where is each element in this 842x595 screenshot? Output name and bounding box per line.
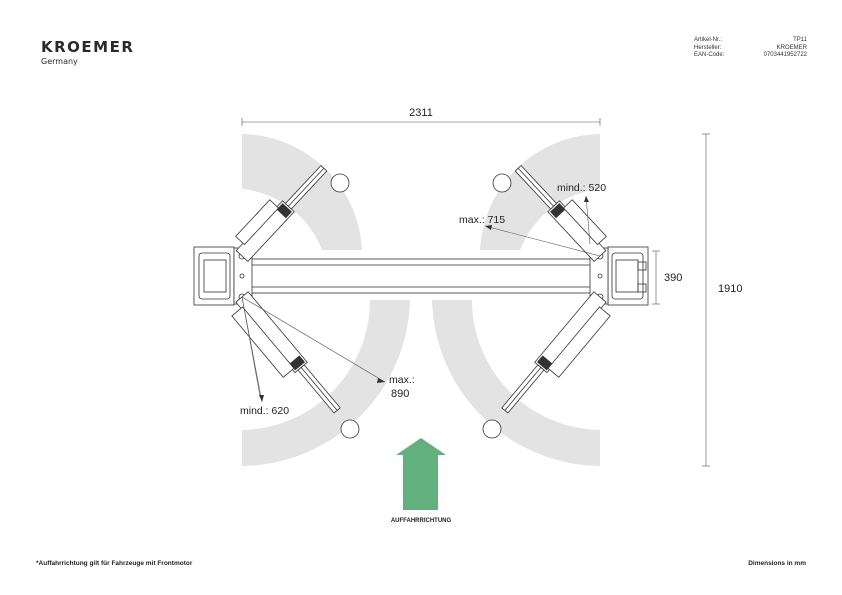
lift-pad-top-right xyxy=(492,173,512,193)
brand-subtitle: Germany xyxy=(41,57,78,66)
lift-pad-top-left xyxy=(330,173,350,193)
dimension-max-top: max.: 715 xyxy=(459,214,505,226)
brand-name: KROEMER xyxy=(41,38,135,56)
meta-row: Hersteller: KROEMER xyxy=(694,45,807,53)
meta-value: TP11 xyxy=(793,37,807,43)
drive-direction-arrow xyxy=(396,438,446,510)
dimension-width: 2311 xyxy=(409,107,433,119)
arm-bottom-right xyxy=(501,291,611,414)
meta-label: Artikel-Nr.: xyxy=(694,37,723,43)
left-column xyxy=(193,246,253,306)
footnote: *Auffahrrichtung gilt für Fahrzeuge mit … xyxy=(36,560,193,567)
meta-label: EAN-Code: xyxy=(694,52,725,58)
background-shadow xyxy=(242,134,600,466)
dimension-lines xyxy=(241,118,710,467)
dimension-max-bottom-value: 890 xyxy=(391,388,409,400)
dimension-mind-top: mind.: 520 xyxy=(557,182,606,194)
meta-label: Hersteller: xyxy=(694,44,722,51)
dimension-mind-bottom: mind.: 620 xyxy=(240,405,289,417)
meta-row: Artikel-Nr.: TP11 xyxy=(694,37,807,45)
article-meta: Artikel-Nr.: TP11 Hersteller: KROEMER EA… xyxy=(694,37,807,60)
dimension-height: 1910 xyxy=(718,283,742,295)
dimension-max-bottom-label: max.: xyxy=(389,374,415,386)
lift-pad-bottom-right xyxy=(482,419,502,439)
cross-beam xyxy=(249,258,595,294)
drive-direction-label: AUFFAHRRICHTUNG xyxy=(391,518,452,524)
arm-top-left xyxy=(235,164,328,263)
arm-top-right xyxy=(514,164,607,263)
arm-bottom-left xyxy=(231,291,341,414)
brand-logo: KROEMER Germany xyxy=(41,38,135,67)
units-note: Dimensions in mm xyxy=(748,560,806,567)
dimension-beam: 390 xyxy=(664,272,682,284)
lift-pad-bottom-left xyxy=(340,419,360,439)
meta-value: KROEMER xyxy=(776,44,807,51)
meta-value: 0703441952722 xyxy=(763,52,807,58)
right-column xyxy=(589,246,649,306)
meta-row: EAN-Code: 0703441952722 xyxy=(694,52,807,60)
